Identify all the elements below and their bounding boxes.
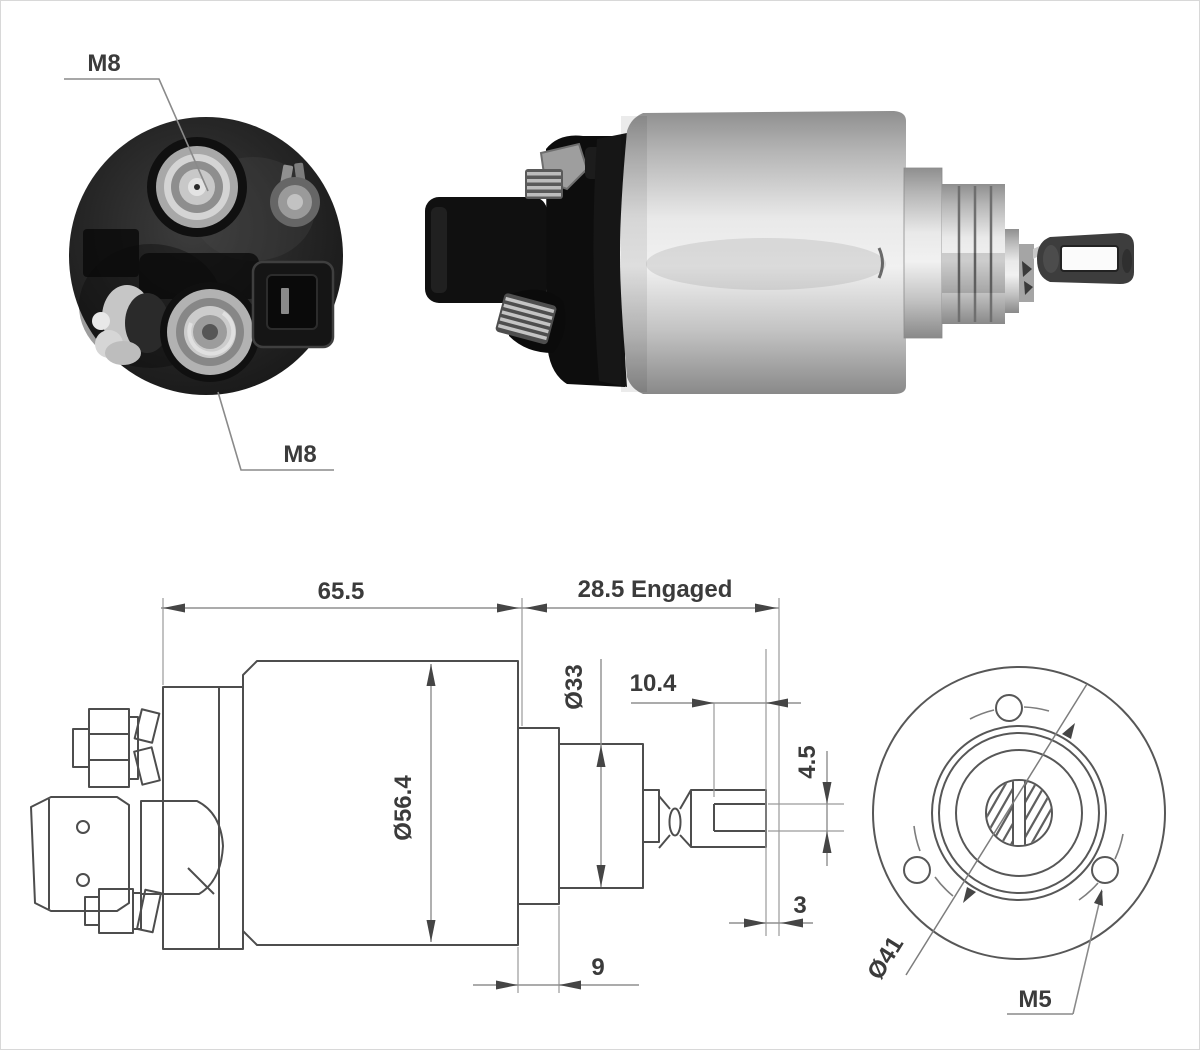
dim-slot-depth: 10.4: [630, 670, 677, 697]
dimensioned-side-drawing: 65.5 28.5 Engaged Ø56.4 Ø33 10.4 4.5 3 9: [30, 576, 844, 993]
photo-shaft-nub: [1019, 244, 1034, 302]
terminal-label-bottom: M8: [283, 441, 316, 468]
dimension-arrows: [163, 603, 832, 990]
leader-line-bottom: [217, 391, 334, 471]
plug-connector-socket: [251, 260, 335, 349]
photo-top-stud: [525, 169, 563, 199]
dim-pilot-diameter: Ø33: [561, 664, 588, 709]
photo-seam-ring: [593, 133, 627, 387]
photo-end-ring-2: [942, 184, 1005, 324]
dim-total-length: 65.5: [318, 578, 365, 605]
dimensioned-end-drawing: Ø41 M5: [862, 666, 1166, 1015]
bolt-circle-dimension: Ø41: [862, 683, 1088, 985]
terminal-label-top: M8: [87, 50, 120, 77]
can-scratch: [877, 247, 884, 279]
mount-hole-left: [903, 856, 931, 884]
dim-slot-width: 4.5: [794, 745, 821, 778]
dim-mounting-thread: M5: [1018, 986, 1051, 1013]
dimension-lines: [161, 607, 828, 986]
photo-end-ring-3: [1005, 229, 1019, 313]
can-left-shade: [621, 116, 647, 392]
connector-face-highlight: [431, 207, 447, 293]
dim-engaged-length: 28.5 Engaged: [578, 576, 733, 603]
shaft-hub-hatch: [987, 781, 1051, 845]
photo-connector-block: [425, 197, 547, 303]
dim-bolt-circle: Ø41: [862, 932, 909, 985]
drive-link-hole: [1060, 245, 1119, 272]
motor-terminal-bottom: [92, 282, 260, 382]
photo-bottom-stud: [495, 293, 557, 345]
can-mottling: [646, 238, 886, 290]
battery-terminal-top: [147, 137, 247, 237]
side-drawing-outline: [30, 660, 767, 950]
rear-view-photo: M8 M8: [64, 50, 343, 471]
bolt-circle-arcs: [913, 706, 1124, 901]
mounting-thread-callout: M5: [1007, 889, 1103, 1015]
dim-tip-offset: 3: [793, 892, 806, 919]
dim-flange-width: 9: [591, 954, 604, 981]
photo-drive-link: [1037, 233, 1134, 284]
spade-terminal: [270, 162, 320, 227]
mount-hole-top: [995, 694, 1023, 722]
leader-line-top: [64, 78, 209, 192]
dim-body-diameter: Ø56.4: [390, 775, 417, 841]
extension-lines: [162, 598, 844, 993]
rear-view-callouts: M8 M8: [64, 50, 334, 471]
photo-solenoid-can: [620, 111, 906, 394]
mount-hole-right: [1091, 856, 1119, 884]
end-view-circles: [872, 666, 1166, 960]
photo-end-ring-1: [903, 167, 943, 339]
housing-recess: [83, 229, 139, 277]
side-view-photo: [425, 111, 1134, 394]
